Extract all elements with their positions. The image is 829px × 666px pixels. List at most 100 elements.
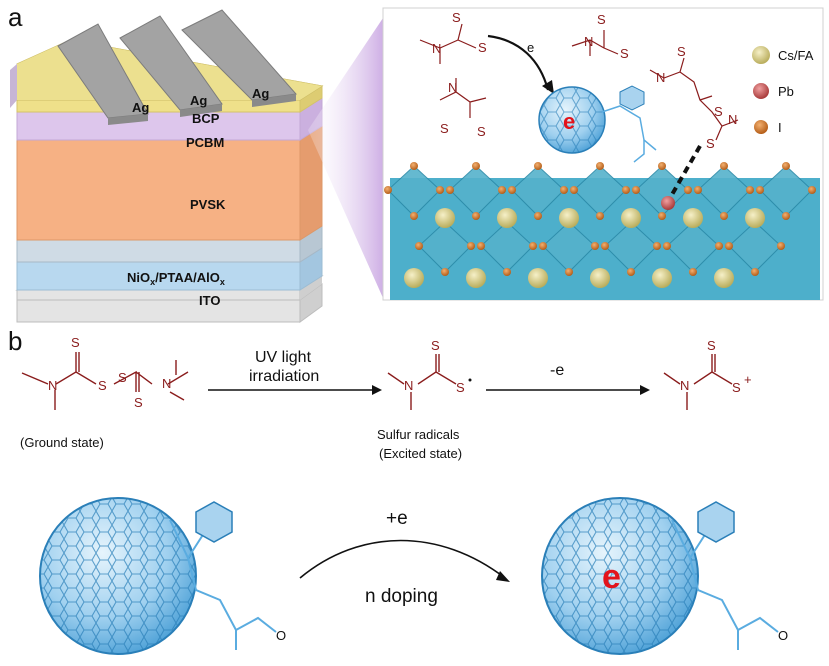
iodide-atom [410,212,418,220]
iodide-atom [746,186,754,194]
panel-b-letter: b [8,326,22,356]
atom-s: S [620,46,629,61]
iodide-atom [694,186,702,194]
atom-s: S [478,40,487,55]
iodide-atom [684,186,692,194]
atom-n: N [162,376,171,391]
iodide-atom [498,186,506,194]
cs-fa-cation [528,268,548,288]
atom-s: S [597,12,606,27]
iodide-atom [658,162,666,170]
atom-n: N [432,41,441,56]
iodide-atom [720,162,728,170]
electron-label: e [527,40,534,55]
iodide-atom [689,268,697,276]
htl-layer [16,225,323,291]
iodide-atom [596,162,604,170]
pb-surface-atom [661,196,675,210]
iodide-atom [565,268,573,276]
radical-molecule-1 [419,23,477,64]
iodide-atom [477,242,485,250]
atom-s: S [706,136,715,151]
atom-n: N [680,378,689,393]
iodide-atom [415,242,423,250]
ag-label-1: Ag [132,100,149,115]
doping-arrow [299,539,506,579]
fullerene-electron: e [563,109,575,134]
cs-fa-cation [435,208,455,228]
ag-electrodes [57,9,297,125]
atom-n: N [656,70,665,85]
iodide-atom [715,242,723,250]
cs-fa-cation [497,208,517,228]
iodide-atom [663,242,671,250]
iodide-atom [539,242,547,250]
sulfur-cation [663,354,733,410]
iodide-atom [467,242,475,250]
iodide-atom [632,186,640,194]
iodide-atom [756,186,764,194]
iodide-atom [534,212,542,220]
tmtd-ground-state [21,352,189,410]
iodide-atom [472,162,480,170]
atom-s: S [714,104,723,119]
uv-label-line2: irradiation [249,368,319,385]
iodide-atom [751,268,759,276]
atom-s: S [477,124,486,139]
atom-s: S [707,338,716,353]
doped-fullerene-electron: e [602,558,621,596]
atom-o: O [276,628,286,643]
cs-fa-cation [652,268,672,288]
sulfur-radical [387,354,457,410]
panel-a-letter: a [8,2,23,32]
iodide-atom [570,186,578,194]
iodide-atom [596,212,604,220]
radical-dot [468,378,472,382]
atom-s: S [431,338,440,353]
iodide-atom [436,186,444,194]
iodide-atom [653,242,661,250]
legend: Cs/FA Pb I [752,46,814,135]
iodide-atom [503,268,511,276]
iodide-atom [591,242,599,250]
zoom-fan [308,18,383,298]
iodide-atom [725,242,733,250]
cs-fa-cation [621,208,641,228]
legend-i-marker [754,120,768,134]
cs-fa-cation [466,268,486,288]
iodide-atom [446,186,454,194]
cs-fa-cation [404,268,424,288]
atom-s: S [118,370,127,385]
dashed-bond [668,145,702,199]
cs-fa-cation [559,208,579,228]
iodide-atom [601,242,609,250]
legend-i-label: I [778,120,782,135]
iodide-atom [777,242,785,250]
cs-fa-cation [745,208,765,228]
cation-molecule [571,30,619,56]
thiuram-on-surface [649,57,739,141]
iodide-atom [622,186,630,194]
uv-label-line1: UV light [255,349,312,366]
plus-e-label: +e [386,508,408,529]
iodide-atom [472,212,480,220]
legend-cs-fa-label: Cs/FA [778,48,814,63]
iodide-atom [720,212,728,220]
ag-label-2: Ag [190,93,207,108]
pvsk-layer [16,125,323,241]
atom-s: S [134,395,143,410]
iodide-atom [534,162,542,170]
device-stack: Ag Ag Ag BCP PCBM PVSK NiOx/PTAA/AlOx IT… [10,9,324,323]
atom-s: S [732,380,741,395]
atom-s: S [98,378,107,393]
iodide-atom [782,162,790,170]
n-doping-label: n doping [365,586,438,607]
iodide-atom [508,186,516,194]
bcp-label: BCP [192,111,220,126]
iodide-atom [658,212,666,220]
iodide-atom [384,186,392,194]
cs-fa-cation [714,268,734,288]
pcbm-label: PCBM [186,135,224,150]
atom-n: N [728,112,737,127]
